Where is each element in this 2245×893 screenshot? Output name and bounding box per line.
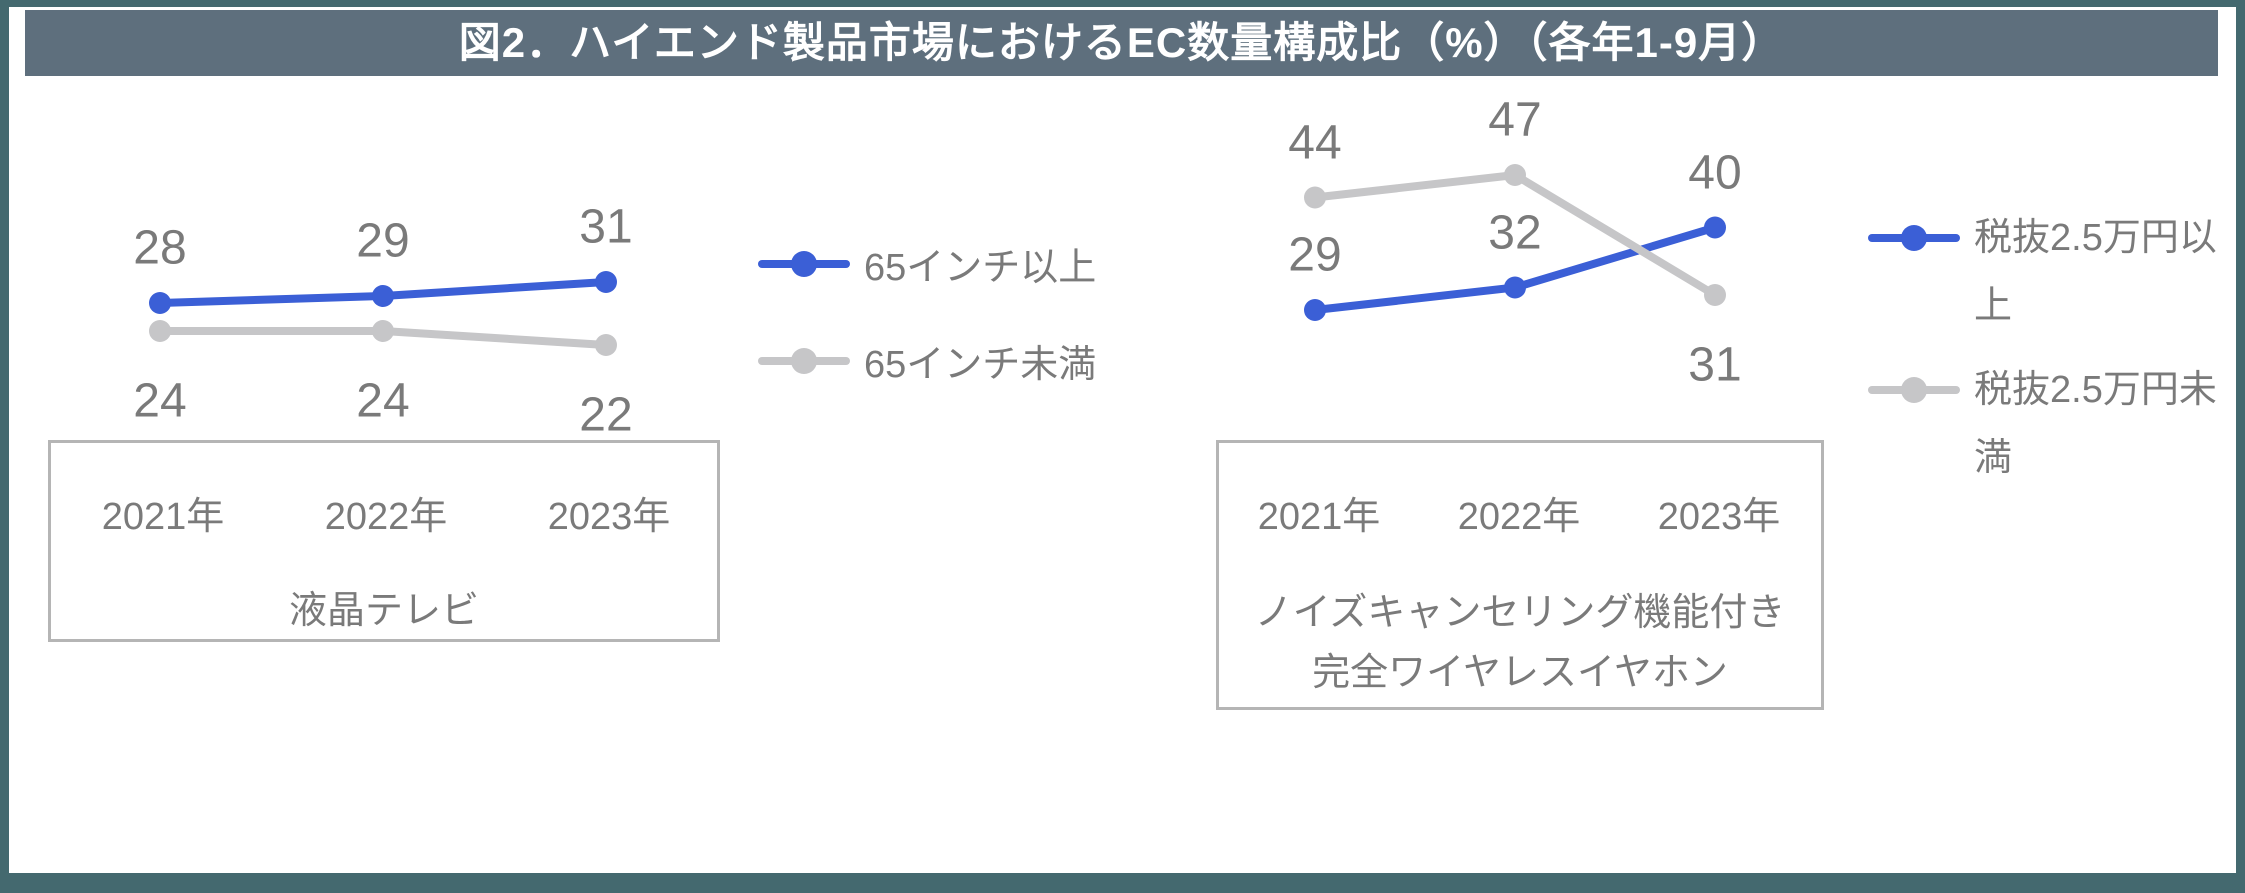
data-point-marker [1504,164,1526,186]
chart-title: 液晶テレビ [288,590,479,632]
chart-plot-lcd-tv: 28 29 31 24 24 22 [50,100,730,460]
data-label: 22 [579,388,633,442]
data-label: 44 [1288,116,1342,169]
marker-dot-icon [791,250,817,277]
data-point-marker [1704,284,1726,306]
data-label: 32 [1488,206,1542,259]
data-label: 31 [1688,338,1742,392]
line-marker-icon [1868,225,1960,251]
chart-plot-earphones: 29 32 40 44 47 31 [1200,80,1860,480]
line-chart-canvas [149,271,617,356]
data-label: 40 [1688,146,1742,199]
legend-earphones: 税抜2.5万円以上 税抜2.5万円未満 [1868,204,2236,492]
category-axis-box-lcd-tv: 2021年 2022年 2023年 液晶テレビ [48,440,720,642]
data-point-marker [372,320,394,342]
legend-label: 税抜2.5万円以上 [1974,217,2217,327]
data-label: 29 [1288,228,1342,282]
legend-item: 65インチ以上 [758,236,1096,291]
chart-title-line-1: ノイズキャンセリング機能付き [1254,592,1786,634]
legend-item: 税抜2.5万円未満 [1868,356,2236,492]
line-marker-icon [1868,377,1960,403]
data-labels-layer: 29 32 40 44 47 31 [1200,80,1860,480]
data-point-marker [1304,299,1326,321]
legend-label: 65インチ未満 [864,344,1097,386]
data-point-marker [1304,186,1326,209]
legend-item: 税抜2.5万円以上 [1868,204,2236,340]
category-label: 2021年 [101,496,225,538]
legend-lcd-tv: 65インチ以上 65インチ未満 [758,236,1096,388]
line-chart-canvas [1304,164,1726,321]
data-label: 31 [579,200,633,254]
data-label: 24 [356,374,410,428]
figure-title: 図2．ハイエンド製品市場におけるEC数量構成比（%）（各年1-9月） [458,19,1785,66]
legend-label: 65インチ以上 [864,247,1097,289]
category-label: 2023年 [547,496,671,538]
line-marker-icon [758,347,850,374]
data-point-marker [595,334,617,356]
data-point-marker [1504,276,1526,299]
chart-title-line-2: 完全ワイヤレスイヤホン [1312,652,1728,694]
data-point-marker [595,271,617,293]
legend-label: 税抜2.5万円未満 [1974,369,2217,479]
data-label: 24 [133,374,187,428]
category-label: 2022年 [1457,496,1581,538]
marker-dot-icon [791,347,817,374]
data-point-marker [149,292,171,314]
marker-dot-icon [1901,377,1927,403]
legend-item: 65インチ未満 [758,333,1096,388]
data-point-marker [1704,216,1726,239]
category-label: 2022年 [324,496,448,538]
data-point-marker [372,285,394,307]
data-labels-layer: 28 29 31 24 24 22 [50,100,730,460]
category-label: 2023年 [1657,496,1781,538]
marker-dot-icon [1901,225,1927,251]
data-label: 29 [356,214,410,268]
data-label: 47 [1488,93,1542,147]
category-label: 2021年 [1257,496,1381,538]
figure-title-bar: 図2．ハイエンド製品市場におけるEC数量構成比（%）（各年1-9月） [25,10,2218,76]
data-point-marker [149,320,171,342]
line-marker-icon [758,250,850,277]
data-label: 28 [133,221,187,275]
category-axis-box-earphones: 2021年 2022年 2023年 ノイズキャンセリング機能付き 完全ワイヤレス… [1216,440,1824,710]
